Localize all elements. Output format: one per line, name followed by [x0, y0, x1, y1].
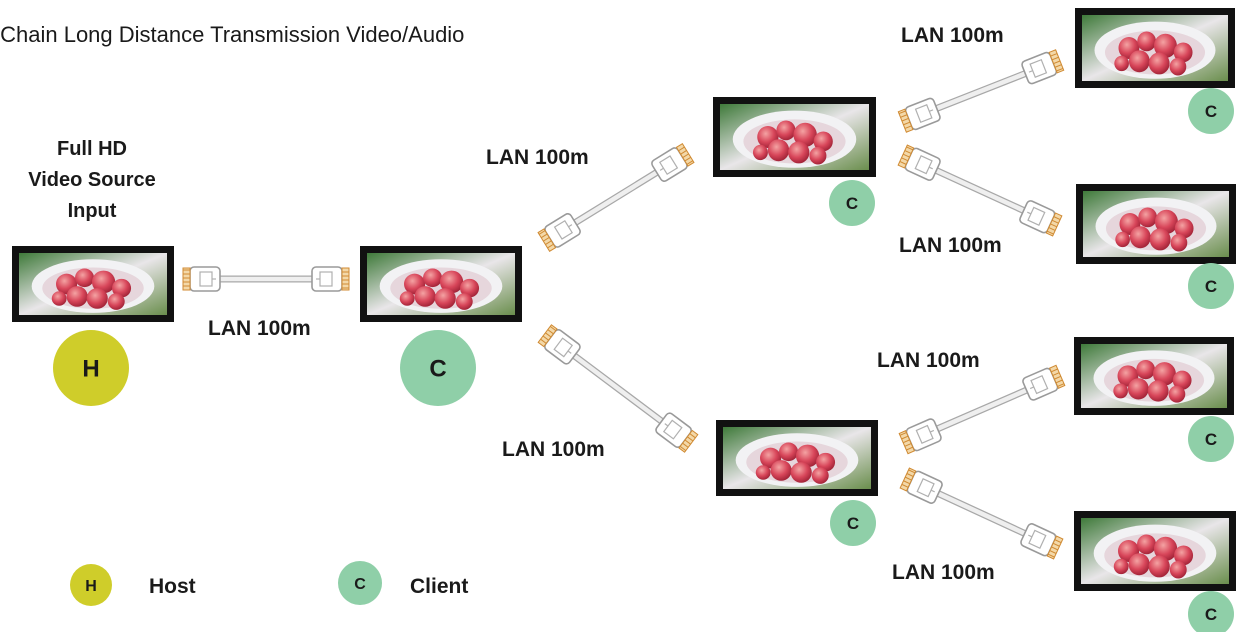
rj45-connector-icon [536, 211, 583, 253]
rj45-connector-icon [649, 142, 696, 184]
display-screen-7 [1074, 337, 1234, 415]
rj45-connector-icon [896, 143, 943, 183]
legend-client-label: Client [410, 575, 469, 598]
lan-label-7: LAN 100m [892, 561, 995, 584]
client-badge-1: C [400, 330, 476, 406]
legend-host-label: Host [149, 575, 196, 598]
display-screen-6 [1076, 184, 1236, 264]
diagram-title: sy Chain Long Distance Transmission Vide… [0, 22, 465, 47]
lan-cable-3 [536, 323, 700, 454]
rj45-connector-icon [1020, 48, 1065, 86]
lan-cable-6 [897, 363, 1067, 456]
rj45-connector-icon [898, 466, 945, 506]
rj45-connector-icon [897, 96, 942, 134]
lan-label-3: LAN 100m [502, 438, 605, 461]
rj45-connector-icon [897, 417, 944, 456]
source-label-line-3: Input [67, 200, 117, 222]
display-screen-4 [716, 420, 878, 496]
lan-label-1: LAN 100m [208, 317, 311, 340]
rj45-connector-icon [1018, 521, 1065, 561]
client-badge-7: C [1188, 591, 1234, 632]
source-label-line-2: Video Source [28, 169, 156, 191]
lan-cable-4 [897, 48, 1065, 134]
client-badge-6: C [1188, 416, 1234, 462]
source-label: Full HD Video Source Input [12, 134, 172, 227]
client-badge-1-letter: C [429, 356, 446, 383]
lan-label-4: LAN 100m [901, 24, 1004, 47]
display-screen-5 [1075, 8, 1235, 88]
lan-cable-5 [896, 143, 1064, 238]
client-badge-3-letter: C [847, 514, 859, 533]
host-badge: H [53, 330, 129, 406]
legend-client-badge-letter: C [354, 576, 366, 593]
client-badge-4: C [1188, 88, 1234, 134]
lan-label-6: LAN 100m [877, 349, 980, 372]
lan-cable-1 [182, 266, 350, 292]
display-screen-3 [713, 97, 876, 177]
lan-label-5: LAN 100m [899, 234, 1002, 257]
client-badge-6-letter: C [1205, 430, 1217, 449]
lan-label-2: LAN 100m [486, 146, 589, 169]
display-screen-2 [360, 246, 522, 322]
legend-host-badge-letter: H [85, 578, 97, 595]
client-badge-4-letter: C [1205, 102, 1217, 121]
display-screen-1 [12, 246, 174, 322]
legend-client-badge: C [338, 561, 382, 605]
client-badge-3: C [830, 500, 876, 546]
rj45-connector-icon [182, 266, 221, 292]
client-badge-5-letter: C [1205, 277, 1217, 296]
client-badge-2-letter: C [846, 194, 858, 213]
source-label-line-1: Full HD [57, 138, 127, 160]
legend-host-badge: H [70, 564, 112, 606]
client-badge-5: C [1188, 263, 1234, 309]
client-badge-2: C [829, 180, 875, 226]
display-screen-8 [1074, 511, 1236, 591]
lan-cable-7 [898, 466, 1065, 561]
rj45-connector-icon [653, 410, 700, 454]
rj45-connector-icon [536, 323, 583, 367]
host-badge-letter: H [82, 356, 99, 383]
rj45-connector-icon [1020, 363, 1067, 402]
rj45-connector-icon [1017, 198, 1064, 238]
rj45-connector-icon [311, 266, 350, 292]
client-badge-7-letter: C [1205, 605, 1217, 624]
